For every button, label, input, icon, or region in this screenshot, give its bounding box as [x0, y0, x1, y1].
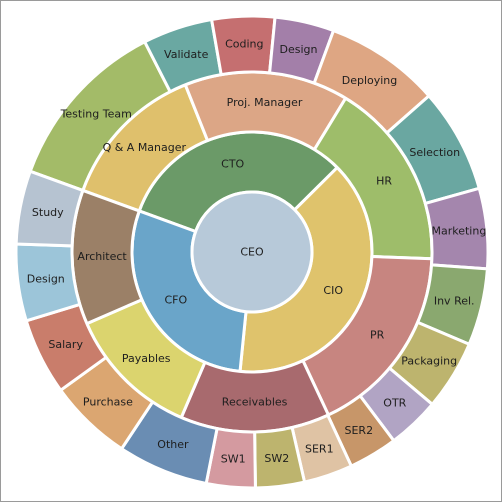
segment-label-validate: Validate — [164, 48, 209, 61]
segment-label-hr: HR — [376, 175, 392, 188]
root-label: CEO — [240, 246, 264, 259]
segment-study[interactable] — [14, 169, 85, 248]
segment-label-cto: CTO — [221, 158, 244, 171]
segment-label-otr: OTR — [383, 397, 406, 410]
segment-label-testing-team: Testing Team — [60, 108, 132, 121]
segment-label-cfo: CFO — [164, 293, 187, 306]
segment-label-purchase: Purchase — [83, 396, 133, 409]
segment-label-selection: Selection — [409, 146, 460, 159]
segment-label-architect: Architect — [77, 250, 127, 263]
segment-label-proj-manager: Proj. Manager — [227, 96, 303, 109]
segment-label-deploying: Deploying — [342, 74, 398, 87]
segment-label-marketing: Marketing — [431, 225, 486, 238]
segment-label-sw2: SW2 — [264, 452, 289, 465]
segment-label-design: Design — [27, 273, 65, 286]
segment-label-packaging: Packaging — [401, 355, 457, 368]
segment-label-q-a-manager: Q & A Manager — [103, 141, 187, 154]
segment-label-ser2: SER2 — [345, 424, 374, 437]
segment-label-other: Other — [157, 438, 189, 451]
segment-label-design: Design — [280, 43, 318, 56]
segment-label-salary: Salary — [48, 338, 83, 351]
segment-label-inv-rel: Inv Rel. — [434, 294, 475, 307]
segment-label-cio: CIO — [323, 284, 343, 297]
segment-label-coding: Coding — [225, 38, 263, 51]
segment-label-pr: PR — [370, 328, 385, 341]
segment-label-sw1: SW1 — [221, 453, 246, 466]
segment-label-receivables: Receivables — [222, 396, 288, 409]
segment-label-study: Study — [32, 206, 64, 219]
segment-label-ser1: SER1 — [305, 442, 334, 455]
root-segment-ceo[interactable] — [190, 190, 314, 314]
segment-label-payables: Payables — [122, 352, 171, 365]
